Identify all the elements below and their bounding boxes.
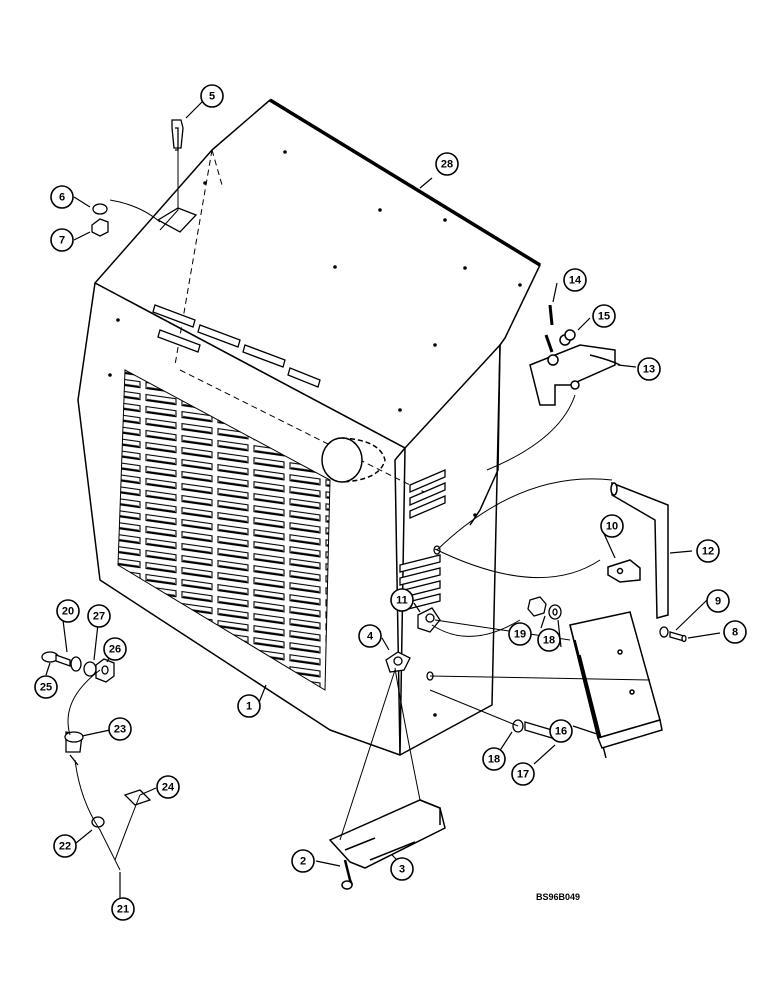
- callout-label: 6: [59, 192, 65, 204]
- callout-label: 1: [246, 701, 252, 713]
- callout-21: 21: [111, 897, 135, 921]
- callout-label: 5: [209, 91, 215, 103]
- hinge-bracket: [529, 304, 621, 406]
- side-latch-hardware: [385, 545, 441, 681]
- callout-4: 4: [358, 624, 382, 648]
- callout-24: 24: [156, 775, 180, 799]
- callout-label: 15: [598, 311, 610, 323]
- callout-label: 4: [367, 631, 374, 643]
- callout-label: 27: [93, 611, 105, 623]
- callout-label: 9: [715, 596, 721, 608]
- callout-26: 26: [103, 637, 127, 661]
- callout-label: 12: [702, 546, 714, 558]
- callout-18: 18: [482, 747, 506, 771]
- callout-label: 3: [399, 864, 405, 876]
- callout-label: 26: [109, 644, 121, 656]
- callout-2: 2: [291, 849, 315, 873]
- cap-boss: [321, 437, 386, 483]
- callout-label: 16: [555, 726, 567, 738]
- callout-label: 21: [117, 904, 129, 916]
- callout-7: 7: [50, 228, 74, 252]
- reference-code: BS96B049: [536, 892, 580, 902]
- callout-22: 22: [53, 834, 77, 858]
- callout-28: 28: [435, 152, 459, 176]
- callout-label: 24: [162, 782, 175, 794]
- weight-block: [569, 611, 663, 759]
- callout-label: 23: [114, 724, 126, 736]
- callout-markers: 1234567891011121314151617181819202122232…: [34, 84, 747, 921]
- left-hardware: [41, 651, 152, 828]
- grille-openings: [117, 369, 331, 691]
- callout-leaders: [45, 99, 721, 908]
- callout-15: 15: [592, 304, 616, 328]
- callout-label: 17: [517, 769, 529, 781]
- callout-label: 20: [62, 606, 74, 618]
- upper-slots: [152, 304, 321, 388]
- callout-10: 10: [600, 514, 624, 538]
- callout-label: 2: [300, 856, 306, 868]
- callout-label: 19: [514, 629, 526, 641]
- callout-label: 10: [606, 521, 618, 533]
- callout-label: 13: [643, 364, 655, 376]
- callout-19: 19: [508, 622, 532, 646]
- callout-5: 5: [200, 84, 224, 108]
- leader-lines: [67, 150, 651, 871]
- callout-16: 16: [549, 719, 573, 743]
- top-bolt-nut: [91, 119, 198, 237]
- latch-bracket: [607, 559, 641, 583]
- callout-label: 14: [569, 275, 582, 287]
- callout-13: 13: [637, 357, 661, 381]
- callout-label: 22: [59, 841, 71, 853]
- callout-label: 7: [59, 235, 65, 247]
- callout-23: 23: [108, 717, 132, 741]
- callout-27: 27: [87, 604, 111, 628]
- callout-1: 1: [237, 694, 261, 718]
- callout-8: 8: [723, 620, 747, 644]
- callout-18: 18: [537, 628, 561, 652]
- callout-label: 28: [441, 159, 453, 171]
- callout-label: 8: [732, 627, 738, 639]
- callout-label: 11: [396, 595, 408, 607]
- callout-12: 12: [696, 539, 720, 563]
- callout-14: 14: [563, 268, 587, 292]
- callout-label: 25: [40, 682, 52, 694]
- bolt-washer-8-9: [659, 626, 687, 643]
- foot-plate: [328, 799, 446, 890]
- latch-rod: [610, 481, 669, 619]
- callout-9: 9: [706, 589, 730, 613]
- callout-25: 25: [34, 675, 58, 699]
- callout-17: 17: [511, 762, 535, 786]
- callout-3: 3: [390, 857, 414, 881]
- callout-20: 20: [56, 599, 80, 623]
- nut-washer-19-18: [527, 596, 562, 620]
- callout-label: 18: [488, 754, 500, 766]
- callout-label: 18: [543, 635, 555, 647]
- callout-6: 6: [50, 185, 74, 209]
- callout-11: 11: [390, 588, 414, 612]
- mounting-holes: [108, 150, 522, 717]
